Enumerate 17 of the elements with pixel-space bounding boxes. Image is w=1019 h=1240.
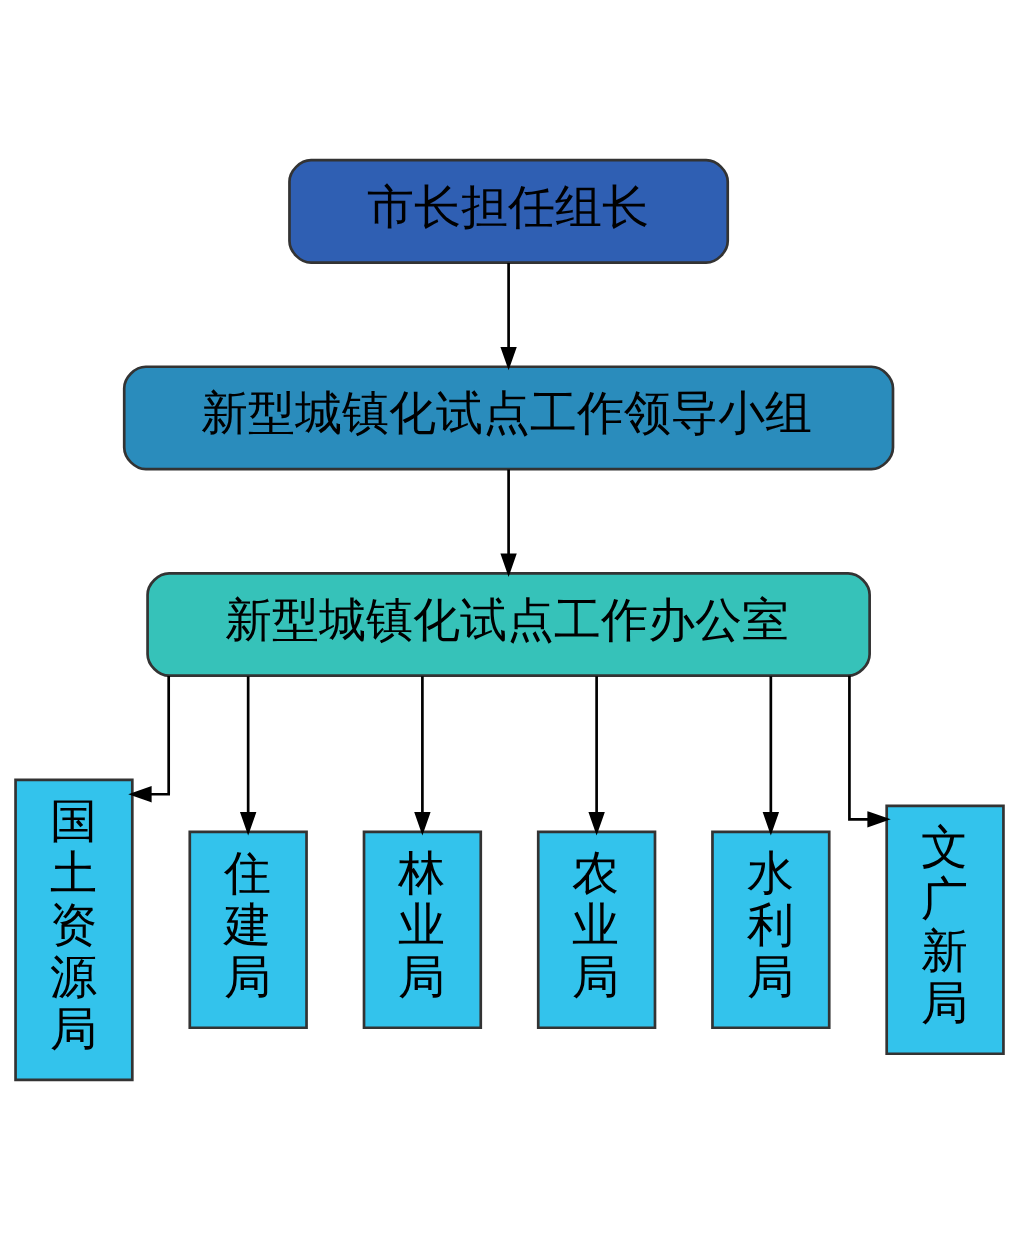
arrow [762,676,780,836]
arrow [500,262,517,371]
node-box: 农业局 [536,830,657,1030]
arrow [588,676,605,836]
node-box: 市长担任组长 [288,158,730,264]
arrow [848,675,891,828]
node-box: 新型城镇化试点工作办公室 [146,571,871,678]
node-box: 水利局 [711,830,831,1030]
arrow [128,675,171,803]
arrow [239,676,257,836]
node-box: 文广新局 [885,804,1005,1056]
node-box: 国土资源局 [14,778,134,1082]
node-box: 新型城镇化试点工作领导小组 [122,365,895,471]
node-box: 住建局 [188,830,308,1030]
node-box: 林业局 [362,830,483,1030]
arrow [414,676,431,836]
arrow [500,469,517,577]
